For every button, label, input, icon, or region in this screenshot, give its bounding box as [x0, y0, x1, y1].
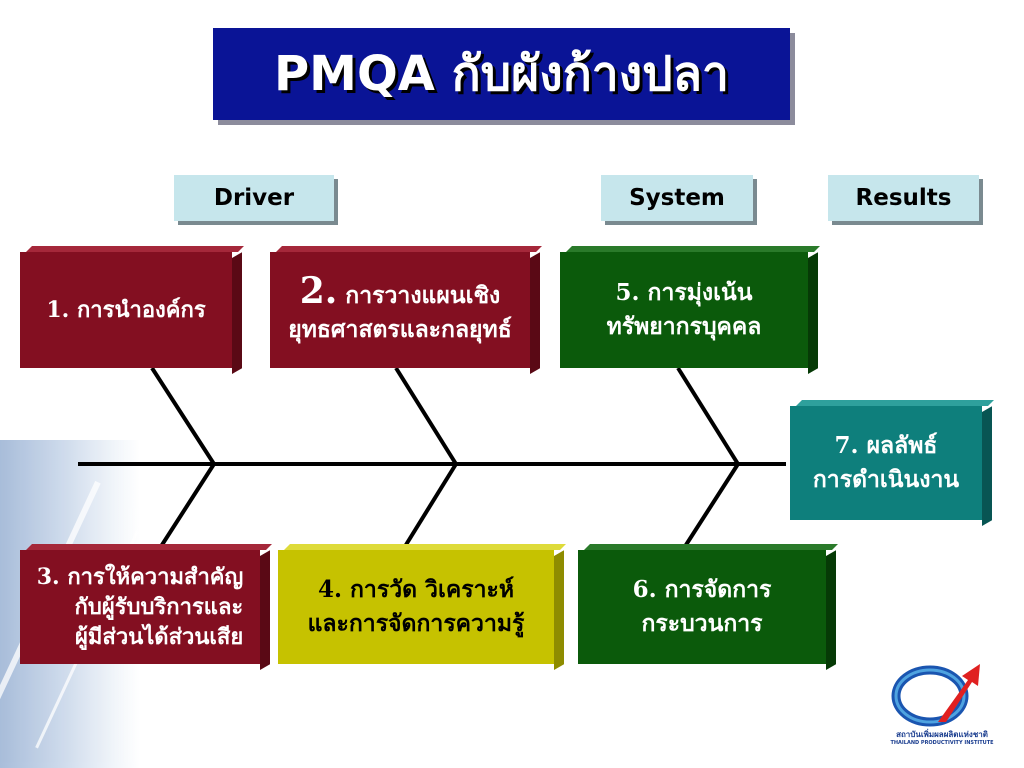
box-strategic-planning: 2. การวางแผนเชิง ยุทธศาสตรและกลยุทธ์: [270, 246, 542, 374]
fishbone-bone-2: [394, 366, 458, 466]
box-process-management: 6. การจัดการ กระบวนการ: [578, 544, 838, 670]
fishbone-bone-1: [150, 366, 216, 466]
title-banner: PMQA กับผังก้างปลา: [213, 28, 790, 120]
fishbone-bone-6: [682, 462, 740, 550]
category-label-results: Results: [828, 175, 979, 221]
fishbone-bone-3: [158, 462, 216, 550]
page-title: PMQA กับผังก้างปลา: [274, 46, 729, 102]
box-leadership: 1. การนำองค์กร: [20, 246, 244, 374]
box-workforce-focus: 5. การมุ่งเน้น ทรัพยากรบุคคล: [560, 246, 820, 374]
fishbone-bone-5: [676, 366, 740, 466]
tpi-logo: สถาบันเพิ่มผลผลิตแห่งชาติ THAILAND PRODU…: [886, 656, 998, 756]
box-results: 7. ผลลัพธ์ การดำเนินงาน: [790, 400, 994, 526]
category-label-driver: Driver: [174, 175, 334, 221]
category-label-system: System: [601, 175, 753, 221]
tpi-logo-icon: [891, 664, 980, 727]
fishbone-bone-4: [402, 462, 458, 550]
box-customer-focus: 3. การให้ความสำคัญ กับผู้รับบริการและ ผู…: [20, 544, 272, 670]
box-measurement-analysis: 4. การวัด วิเคราะห์ และการจัดการความรู้: [278, 544, 566, 670]
